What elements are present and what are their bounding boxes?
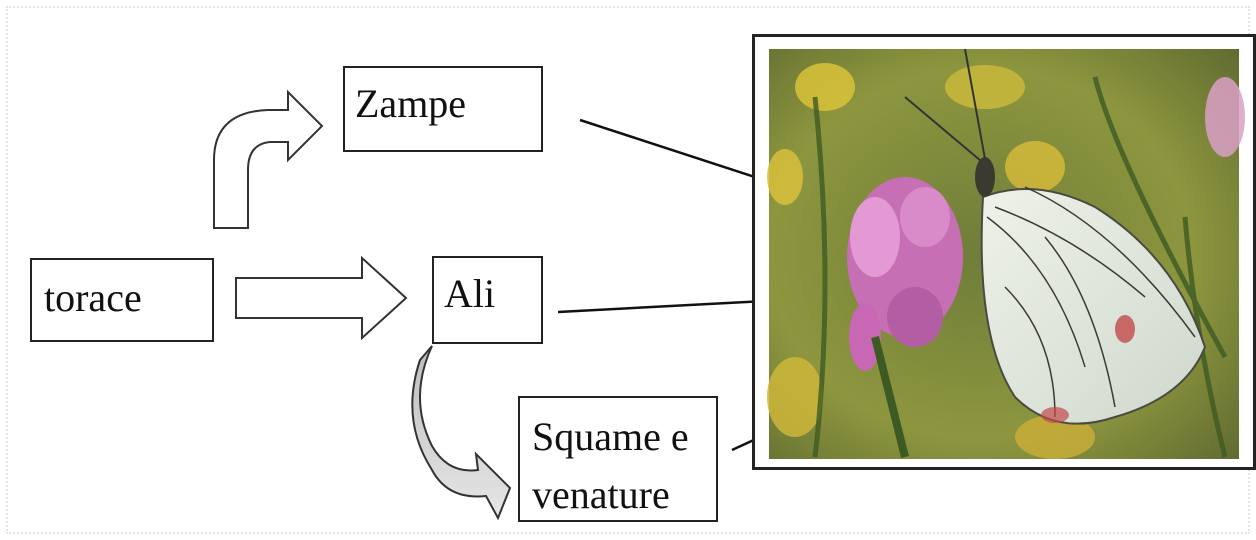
node-zampe: Zampe — [343, 66, 543, 152]
pink-flower — [847, 177, 963, 458]
node-zampe-label: Zampe — [355, 81, 467, 126]
butterfly-body — [904, 48, 995, 197]
node-squame-venature: Squame e venature — [518, 396, 718, 522]
node-squame-label-line2: venature — [532, 472, 670, 517]
arrow-ali-to-squame — [411, 345, 512, 521]
node-torace: torace — [30, 258, 214, 342]
node-ali: Ali — [432, 256, 543, 344]
arrow-torace-to-zampe — [213, 89, 324, 229]
node-squame-label-line1: Squame e — [532, 414, 689, 459]
butterfly-wing — [980, 186, 1207, 425]
yellow-flowers — [767, 63, 1245, 459]
node-torace-label: torace — [44, 275, 142, 320]
butterfly-photo — [752, 34, 1256, 470]
arrow-torace-to-ali — [235, 255, 408, 341]
butterfly-illustration — [767, 48, 1245, 459]
node-ali-label: Ali — [444, 271, 496, 316]
